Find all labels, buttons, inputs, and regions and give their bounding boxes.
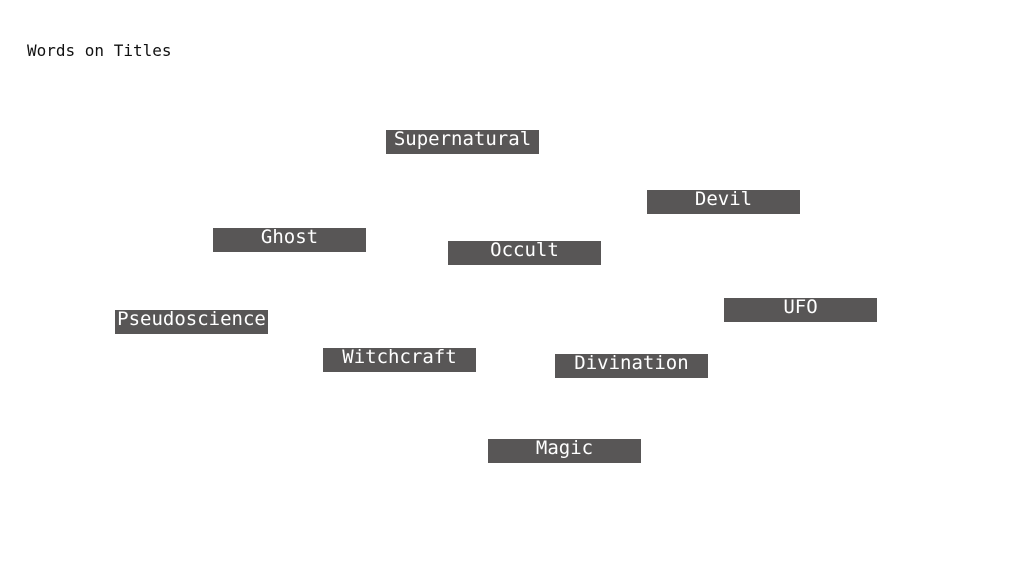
- word-tag-divination: Divination: [555, 354, 708, 378]
- word-tag-label: Occult: [490, 241, 559, 261]
- word-tag-ufo: UFO: [724, 298, 877, 322]
- word-tag-ghost: Ghost: [213, 228, 366, 252]
- word-tag-occult: Occult: [448, 241, 601, 265]
- word-tag-witchcraft: Witchcraft: [323, 348, 476, 372]
- word-tag-label: Ghost: [260, 228, 319, 248]
- word-tag-label: Witchcraft: [342, 348, 457, 368]
- word-tag-devil: Devil: [647, 190, 800, 214]
- word-tag-supernatural: Supernatural: [386, 130, 539, 154]
- word-tag-label: Divination: [574, 354, 689, 374]
- word-tag-label: Devil: [694, 190, 753, 210]
- word-tag-label: Supernatural: [393, 130, 532, 150]
- word-tag-label: UFO: [783, 298, 818, 318]
- word-tag-label: Pseudoscience: [117, 310, 266, 330]
- page-title: Words on Titles: [27, 41, 172, 60]
- word-tag-pseudoscience: Pseudoscience: [115, 310, 268, 334]
- word-tag-magic: Magic: [488, 439, 641, 463]
- word-tag-label: Magic: [535, 439, 594, 459]
